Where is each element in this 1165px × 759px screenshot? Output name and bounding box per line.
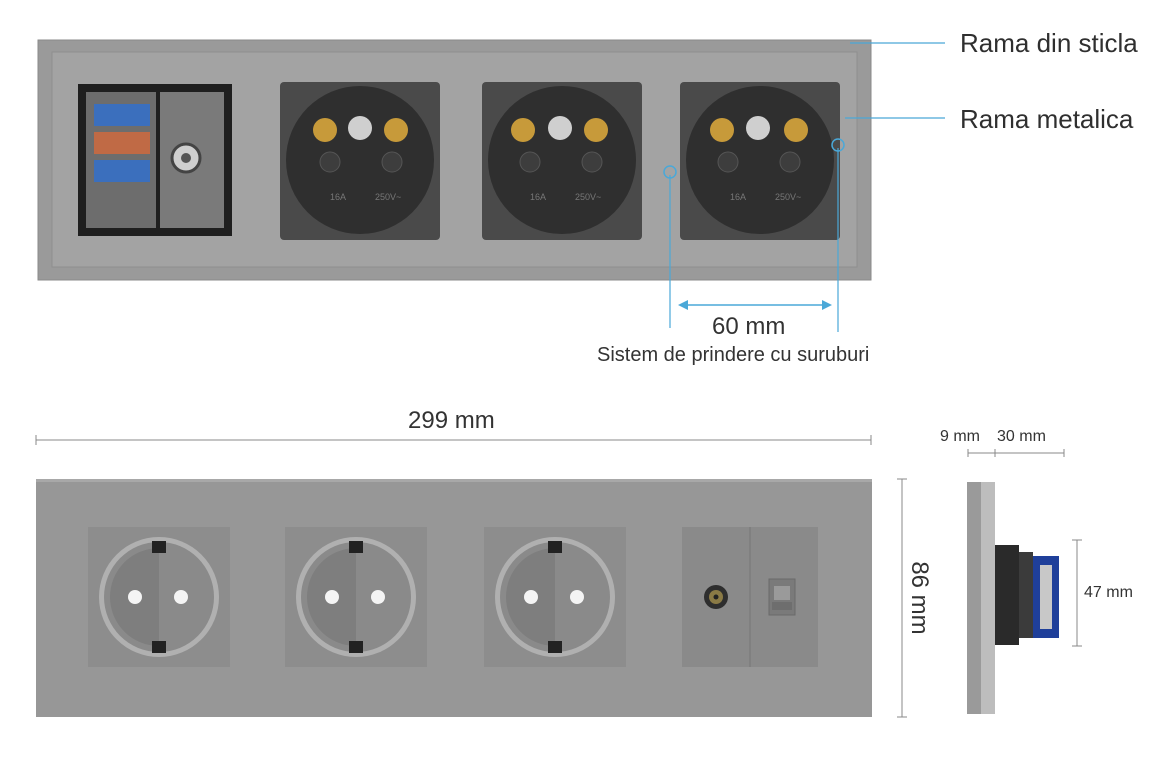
socket-back-3: 16A 250V~: [680, 82, 840, 240]
screw-system-label: Sistem de prindere cu suruburi: [597, 344, 870, 366]
socket-back-2: 16A 250V~: [482, 82, 642, 240]
rj45-outlet: [768, 578, 796, 616]
socket-back-3-volts: 250V~: [775, 192, 801, 202]
socket-back-3-amps: 16A: [730, 192, 746, 202]
socket-back-1-volts: 250V~: [375, 192, 401, 202]
socket-back-2-volts: 250V~: [575, 192, 601, 202]
socket-back-1-amps: 16A: [330, 192, 346, 202]
schuko-socket-2: [285, 527, 427, 667]
metal-frame-label: Rama metalica: [960, 104, 1134, 134]
side-view: [967, 482, 1059, 714]
front-view: [36, 479, 872, 717]
data-coax-module-back: [78, 84, 232, 236]
total-width-label: 299 mm: [408, 407, 495, 434]
glass-frame-label: Rama din sticla: [960, 28, 1138, 58]
height-label: 86 mm: [906, 561, 933, 634]
socket-back-2-amps: 16A: [530, 192, 546, 202]
depth-front-label: 9 mm: [940, 428, 980, 445]
back-view: 16A 250V~ 16A 250V~ 16A 250V~: [37, 39, 872, 281]
depth-back-label: 30 mm: [997, 428, 1046, 445]
schuko-socket-3: [484, 527, 626, 667]
tv-data-module: [682, 527, 818, 667]
schuko-socket-1: [88, 527, 230, 667]
module-height-label: 47 mm: [1084, 584, 1133, 601]
screw-spacing-arrow-left: [678, 300, 688, 310]
screw-spacing-label: 60 mm: [712, 313, 786, 340]
socket-back-1: 16A 250V~: [280, 82, 440, 240]
screw-spacing-arrow-right: [822, 300, 832, 310]
